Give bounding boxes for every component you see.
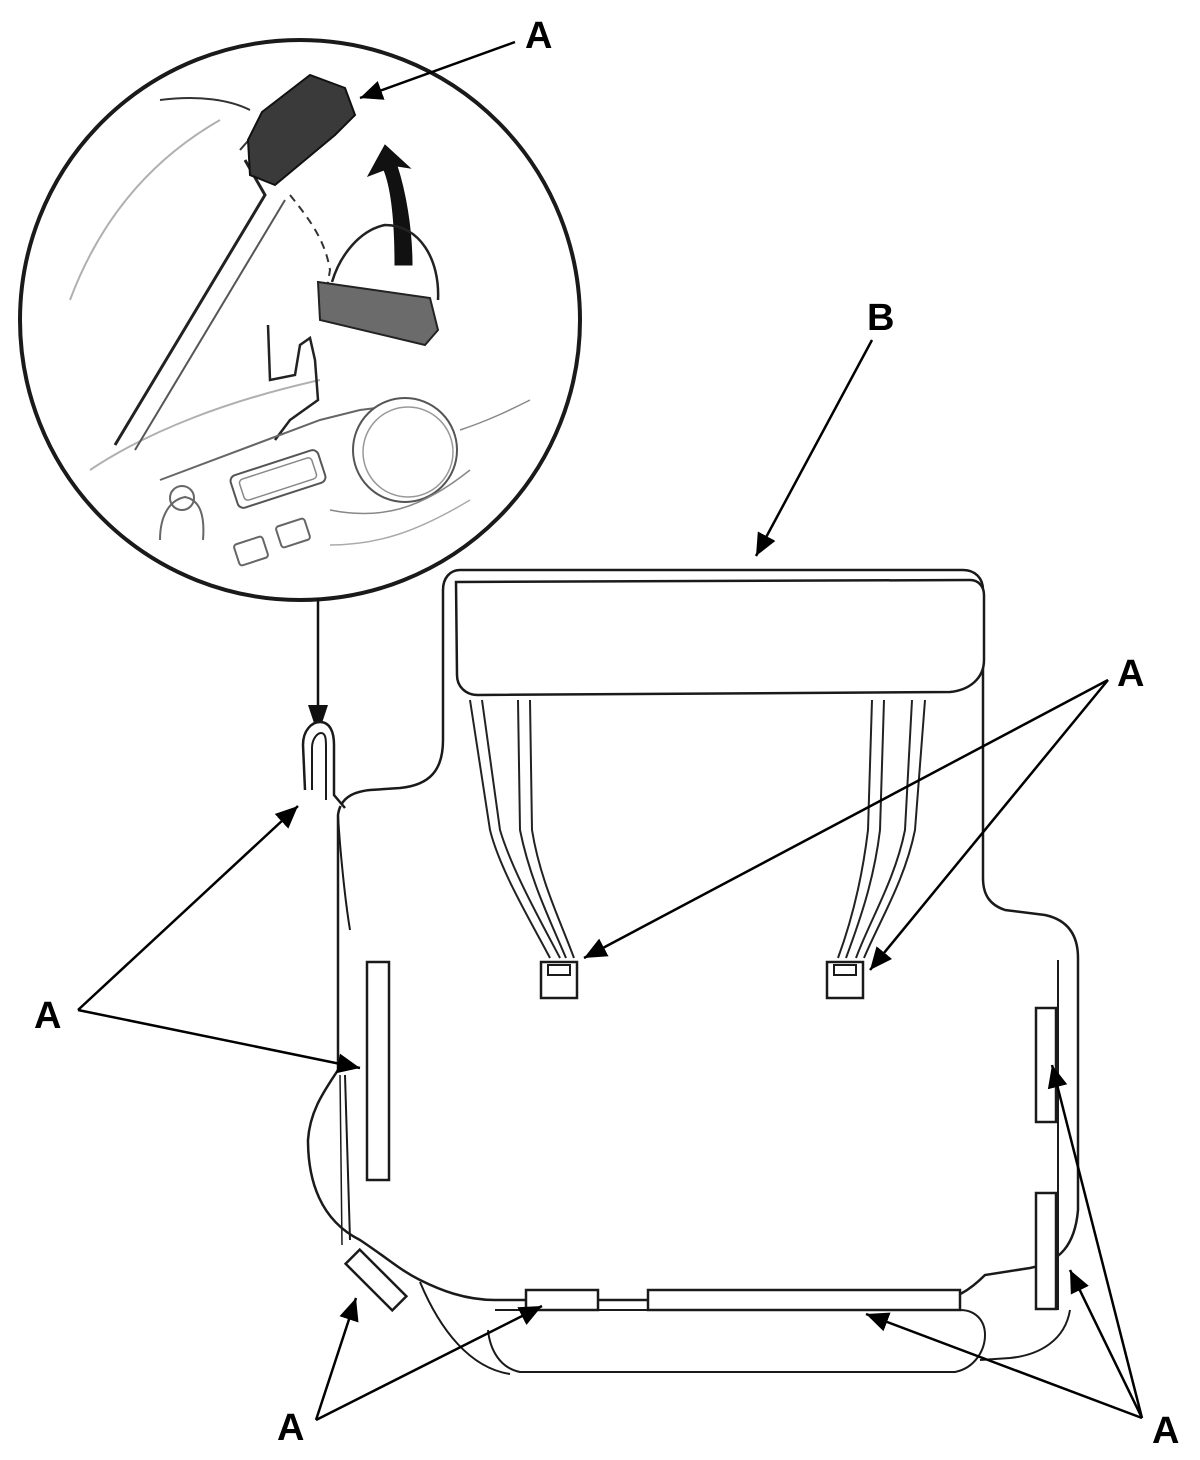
detail-circle-outline [18,38,582,602]
callout-a-bottom-right: A [1152,1410,1179,1452]
headrest [454,578,986,697]
detail-view-contents [69,73,531,567]
leader-a-bottom-left-1 [314,1297,359,1421]
left-clip-strip [365,960,391,1182]
leader-a-left-2 [77,1008,361,1074]
right-clip-strips [979,960,1071,1361]
leader-a-upper-right-2 [869,679,1109,971]
strap-clip-left [539,960,579,1000]
callout-a-detail: A [525,15,552,57]
upward-curved-arrow-icon [366,144,413,266]
hook-clip [301,720,351,931]
leader-a-bottom-right-3 [865,1312,1143,1420]
callout-a-upper-right: A [1117,653,1144,695]
leader-a-left-1 [77,805,299,1011]
right-straps [837,699,926,959]
strap-clip-right [825,960,865,1000]
callout-labels: A B A A A A [34,15,1179,1452]
callout-b-seat-frame: B [867,297,894,339]
seat-cover-frame [301,568,1080,1375]
detail-grey-band [316,280,440,347]
detail-clip-tab [246,73,357,187]
left-straps [469,699,575,959]
leader-a-bottom-right-2 [1068,1269,1144,1419]
detail-console [159,397,531,567]
leader-arrows [77,40,1144,1422]
bottom-left-angled-clip [343,1247,409,1313]
leader-a-upper-right-1 [583,678,1109,960]
detail-view [18,38,582,602]
callout-a-left: A [34,995,61,1037]
leader-a-detail [359,40,516,100]
callout-a-bottom-left: A [277,1407,304,1449]
bottom-clip-strips [419,1281,987,1375]
leader-b [754,339,874,557]
leader-a-bottom-right-1 [1047,1064,1144,1419]
downward-arrow-icon [308,598,328,735]
leader-a-bottom-left-2 [315,1304,543,1422]
